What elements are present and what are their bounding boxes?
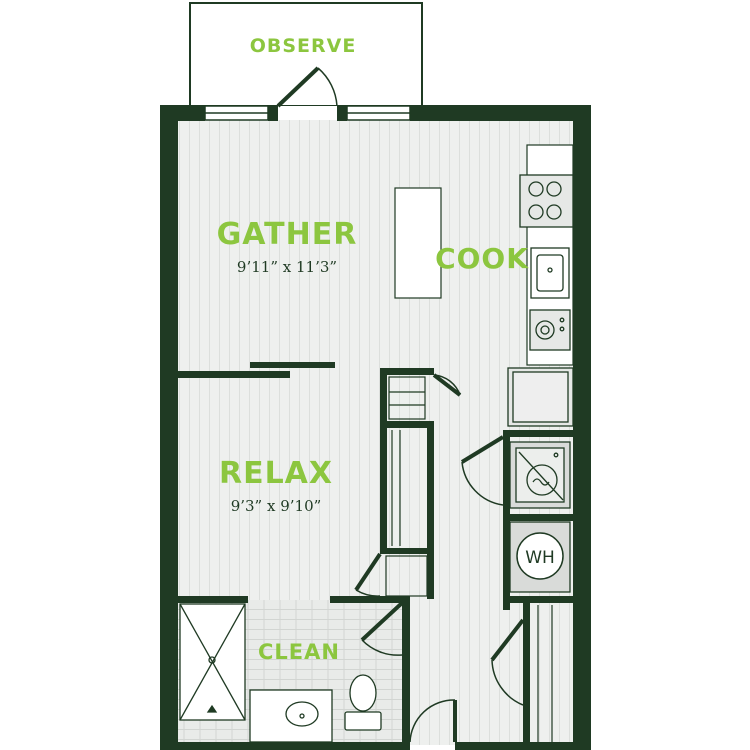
balcony-observe bbox=[189, 2, 423, 107]
room-dimensions-gather: 9’11” x 11’3” bbox=[237, 258, 337, 276]
room-label-clean: CLEAN bbox=[258, 640, 340, 664]
windows bbox=[204, 105, 411, 121]
kitchen-sink-icon bbox=[530, 247, 570, 299]
room-label-observe: OBSERVE bbox=[250, 35, 357, 57]
closet-shelving bbox=[385, 376, 553, 742]
dishwasher-icon bbox=[529, 309, 571, 351]
toilet-icon bbox=[344, 674, 382, 731]
kitchen-island bbox=[394, 187, 442, 299]
balcony-door bbox=[276, 66, 338, 120]
door-swings bbox=[354, 373, 525, 743]
bathroom-sink-icon bbox=[249, 689, 333, 743]
water-heater-icon: WH bbox=[509, 521, 571, 593]
washer-dryer-icon bbox=[509, 441, 571, 509]
interior-walls bbox=[178, 362, 573, 746]
room-label-cook: COOK bbox=[435, 242, 529, 275]
refrigerator-icon bbox=[507, 367, 574, 427]
water-heater-label: WH bbox=[525, 548, 555, 568]
shower-icon bbox=[179, 603, 246, 721]
room-label-relax: RELAX bbox=[219, 456, 333, 491]
cooktop-icon bbox=[519, 174, 574, 228]
room-dimensions-relax: 9’3” x 9’10” bbox=[231, 497, 322, 515]
room-label-gather: GATHER bbox=[217, 217, 358, 252]
